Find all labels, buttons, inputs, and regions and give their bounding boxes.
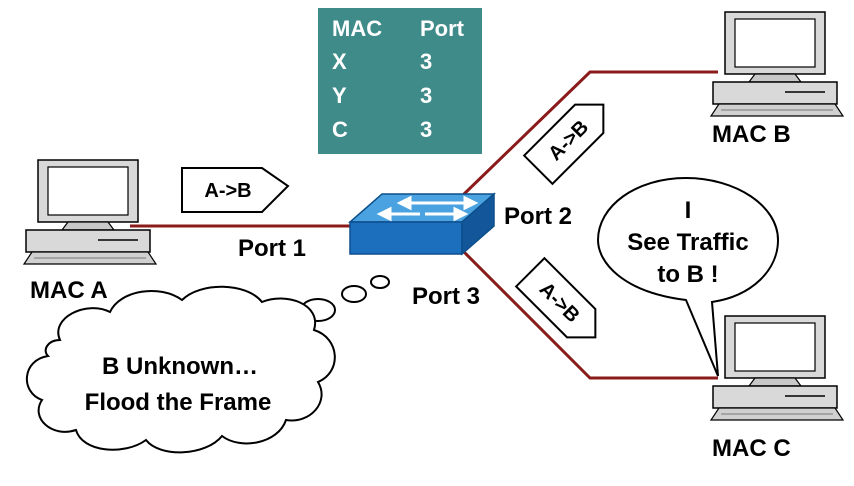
- mac-table: MAC Port X 3 Y 3 C 3: [318, 8, 482, 154]
- computer-c-icon: [710, 315, 844, 421]
- port-2-label: Port 2: [504, 203, 572, 230]
- mac-table-row-mac: Y: [332, 83, 347, 108]
- mac-table-header-port: Port: [420, 16, 465, 41]
- mac-table-header-mac: MAC: [332, 16, 382, 41]
- frame-to-switch: A->B: [181, 167, 290, 213]
- switch-thought-bubble: B Unknown… Flood the Frame: [26, 275, 390, 454]
- port-3-label: Port 3: [412, 283, 480, 310]
- mac-table-row-port: 3: [420, 117, 432, 142]
- computer-b-icon: [710, 11, 844, 117]
- computer-a-icon: [23, 159, 157, 265]
- links: [130, 70, 718, 380]
- host-b-label: MAC B: [712, 121, 791, 148]
- thought-line-1: B Unknown…: [102, 353, 258, 380]
- speech-line-2: See Traffic: [627, 229, 748, 256]
- port-1-label: Port 1: [238, 235, 306, 262]
- host-a-label: MAC A: [30, 277, 108, 304]
- mac-table-row-mac: C: [332, 117, 348, 142]
- mac-table-row-port: 3: [420, 83, 432, 108]
- frame-label: A->B: [204, 180, 251, 202]
- switch-icon: [348, 192, 496, 256]
- frame-to-b: A->B: [522, 103, 605, 186]
- mac-table-row-port: 3: [420, 49, 432, 74]
- link-switch-b: [460, 70, 718, 198]
- host-c-speech-bubble: I See Traffic to B !: [596, 176, 780, 377]
- link-switch-c: [460, 248, 718, 380]
- speech-line-1: I: [685, 197, 692, 224]
- frame-to-c: A->B: [514, 256, 597, 339]
- thought-line-2: Flood the Frame: [85, 389, 272, 416]
- mac-table-row-mac: X: [332, 49, 347, 74]
- speech-line-3: to B !: [657, 261, 718, 288]
- host-c-label: MAC C: [712, 435, 791, 462]
